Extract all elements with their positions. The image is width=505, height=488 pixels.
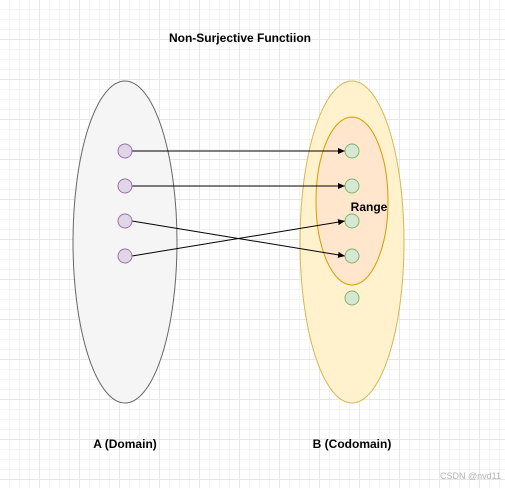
domain-label: A (Domain) — [93, 437, 157, 451]
mapping-arrow-4 — [131, 219, 346, 257]
codomain-element-3 — [344, 213, 360, 229]
codomain-element-1 — [344, 143, 360, 159]
domain-element-1 — [117, 143, 133, 159]
domain-set-ellipse — [72, 80, 178, 404]
codomain-element-2 — [344, 178, 360, 194]
domain-element-3 — [117, 213, 133, 229]
watermark: CSDN @nvd11 — [440, 471, 501, 481]
domain-elements — [117, 143, 133, 264]
codomain-elements — [344, 143, 360, 306]
codomain-element-4 — [344, 248, 360, 264]
codomain-label: B (Codomain) — [312, 437, 392, 451]
domain-element-4 — [117, 248, 133, 264]
mapping-arrows — [131, 148, 346, 258]
domain-element-2 — [117, 178, 133, 194]
range-set-ellipse — [315, 116, 389, 286]
range-label: Range — [351, 200, 388, 214]
codomain-element-5 — [344, 290, 360, 306]
diagram-title: Non-Surjective Functiion — [168, 31, 311, 45]
